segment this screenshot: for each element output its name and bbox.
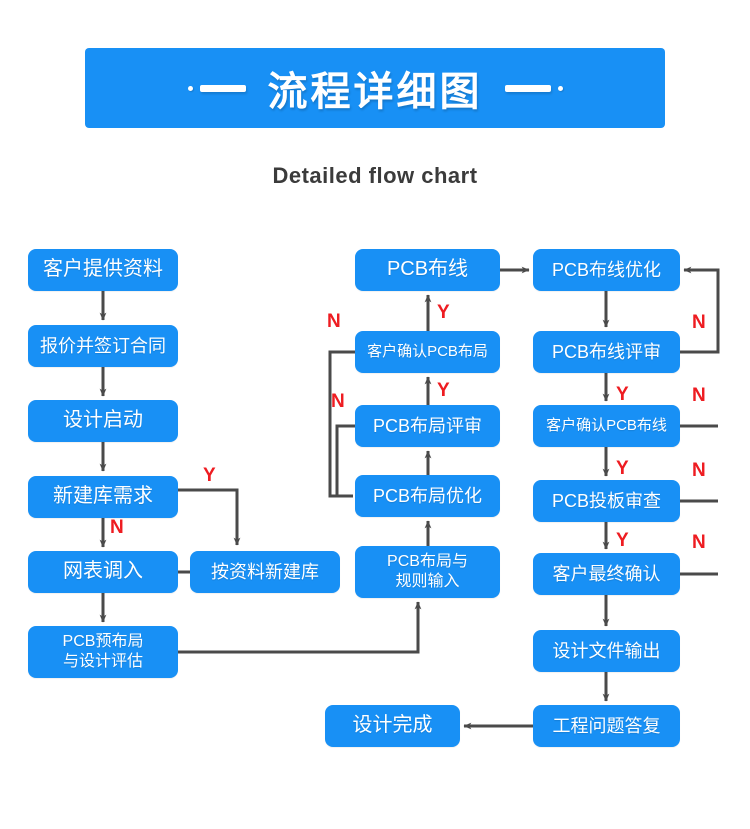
node-pcb-preplacement-and-design-review[interactable]: PCB预布局 与设计评估: [28, 626, 178, 678]
header-banner: 流程详细图: [85, 48, 665, 128]
node-label: PCB投板审查: [551, 490, 661, 511]
branch-label-n: N: [692, 385, 706, 406]
branch-label-y: Y: [616, 458, 629, 479]
node-label: PCB布线评审: [551, 341, 661, 362]
node-label: PCB预布局 与设计评估: [62, 633, 144, 670]
node-customer-final-confirmation[interactable]: 客户最终确认: [533, 553, 680, 595]
branch-label-n: N: [331, 391, 345, 412]
node-label: 新建库需求: [53, 485, 153, 508]
node-customer-confirm-pcb-routing[interactable]: 客户确认PCB布线: [533, 405, 680, 447]
node-label: 网表调入: [63, 560, 143, 583]
node-pcb-layout-and-rule-input[interactable]: PCB布局与 规则输入: [355, 546, 500, 598]
branch-label-n: N: [327, 311, 341, 332]
node-design-complete[interactable]: 设计完成: [325, 705, 460, 747]
banner-decoration-right-icon: [504, 84, 563, 92]
node-label: 客户确认PCB布局: [367, 343, 488, 361]
node-customer-confirm-pcb-layout[interactable]: 客户确认PCB布局: [355, 331, 500, 373]
node-label: 按资料新建库: [211, 561, 319, 582]
branch-label-n: N: [692, 312, 706, 333]
node-label: PCB布局评审: [372, 415, 482, 436]
branch-label-y: Y: [437, 302, 450, 323]
node-label: 客户最终确认: [552, 563, 661, 584]
banner-decoration-left-icon: [187, 84, 246, 92]
node-label: 客户提供资料: [43, 258, 163, 281]
node-new-library-requirement[interactable]: 新建库需求: [28, 476, 178, 518]
node-engineering-qa-reply[interactable]: 工程问题答复: [533, 705, 680, 747]
node-label: PCB布局与 规则输入: [387, 553, 468, 590]
node-pcb-routing-review[interactable]: PCB布线评审: [533, 331, 680, 373]
node-netlist-import[interactable]: 网表调入: [28, 551, 178, 593]
branch-label-n: N: [110, 517, 124, 538]
node-pcb-routing-optimization[interactable]: PCB布线优化: [533, 249, 680, 291]
branch-label-n: N: [692, 532, 706, 553]
node-pcb-layout-optimization[interactable]: PCB布局优化: [355, 475, 500, 517]
node-label: PCB布局优化: [372, 485, 482, 506]
node-label: 设计启动: [63, 409, 143, 432]
node-quote-and-sign-contract[interactable]: 报价并签订合同: [28, 325, 178, 367]
branch-label-y: Y: [616, 384, 629, 405]
node-customer-provides-materials[interactable]: 客户提供资料: [28, 249, 178, 291]
node-label: PCB布线优化: [551, 259, 661, 280]
node-pcb-fabrication-review[interactable]: PCB投板审查: [533, 480, 680, 522]
node-pcb-layout-review[interactable]: PCB布局评审: [355, 405, 500, 447]
node-label: 设计完成: [352, 714, 433, 737]
branch-label-n: N: [692, 460, 706, 481]
branch-label-y: Y: [437, 380, 450, 401]
page-title: 流程详细图: [267, 70, 483, 114]
branch-label-y: Y: [616, 530, 629, 551]
node-design-kickoff[interactable]: 设计启动: [28, 400, 178, 442]
node-build-library-from-materials[interactable]: 按资料新建库: [190, 551, 340, 593]
node-pcb-routing[interactable]: PCB布线: [355, 249, 500, 291]
node-label: 设计文件输出: [552, 640, 661, 661]
node-label: 报价并签订合同: [40, 335, 166, 356]
page-subtitle: Detailed flow chart: [272, 163, 478, 188]
node-label: 工程问题答复: [552, 715, 661, 736]
node-design-file-output[interactable]: 设计文件输出: [533, 630, 680, 672]
branch-label-y: Y: [203, 465, 216, 486]
node-label: 客户确认PCB布线: [546, 417, 667, 435]
node-label: PCB布线: [386, 258, 469, 281]
